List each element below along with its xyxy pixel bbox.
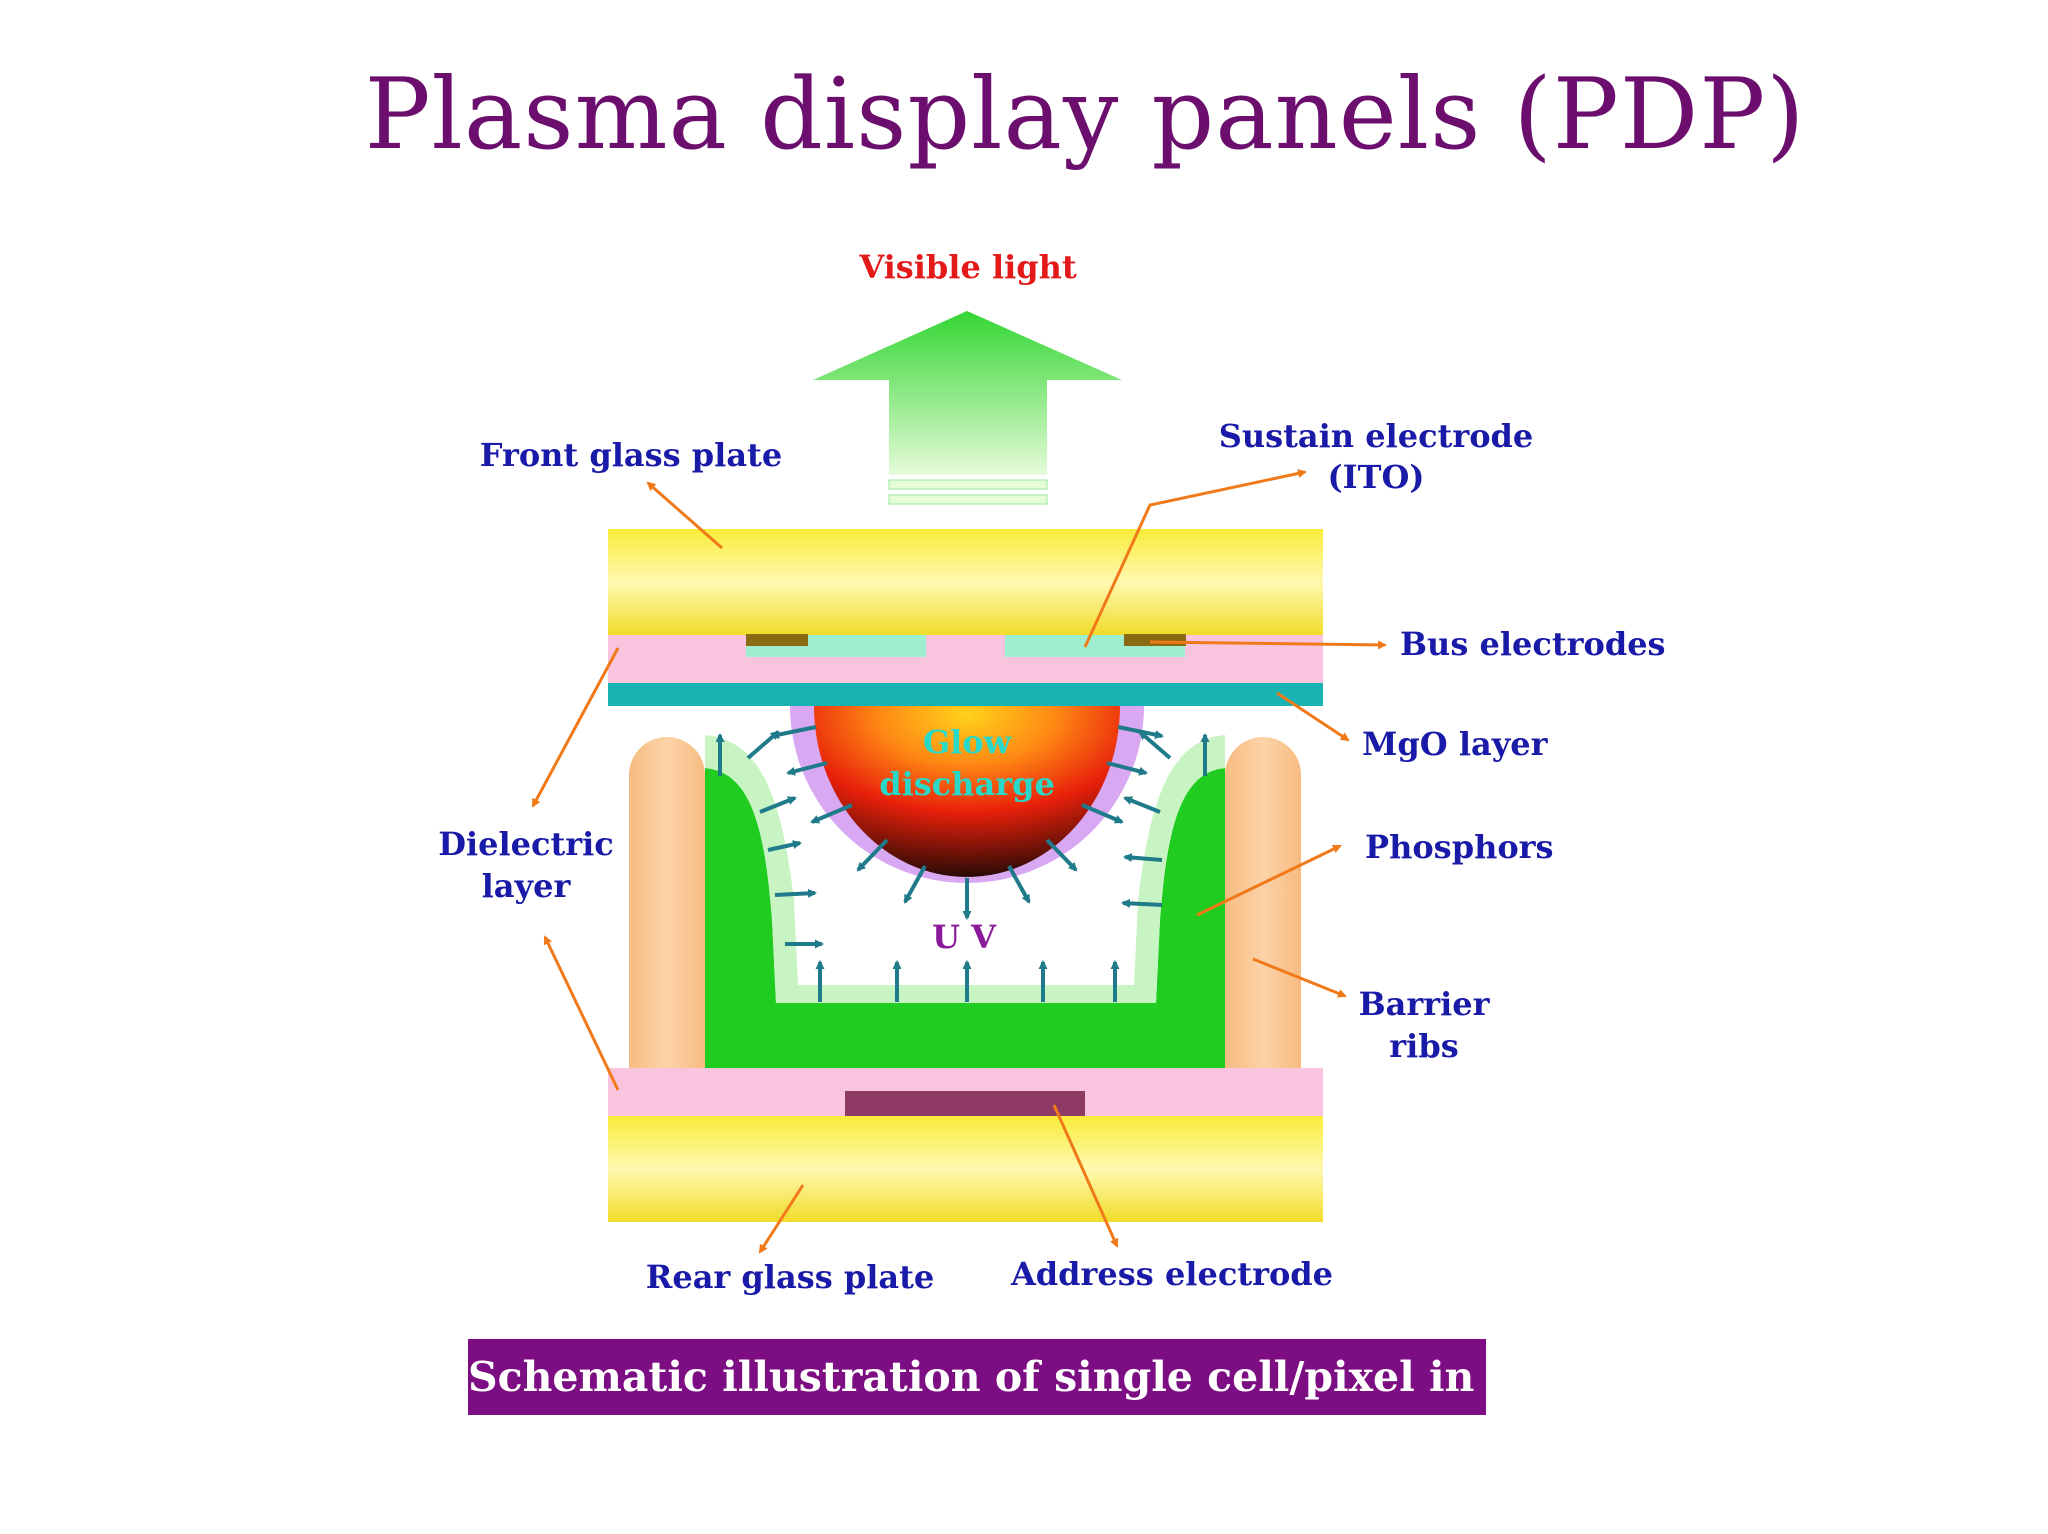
label-rear-glass-plate: Rear glass plate — [646, 1258, 935, 1296]
label-phosphors: Phosphors — [1365, 828, 1554, 866]
label-visible-light: Visible light — [858, 248, 1077, 286]
phosphor-layer — [705, 735, 1225, 1070]
label-front-glass-plate: Front glass plate — [480, 436, 782, 474]
label-address-electrode: Address electrode — [1010, 1255, 1333, 1293]
front-glass-plate — [608, 529, 1323, 635]
label-sustain-electrode-ito: (ITO) — [1328, 458, 1425, 496]
address-electrode — [845, 1091, 1085, 1116]
glow-discharge — [790, 706, 1144, 883]
label-glow-discharge-line2: discharge — [879, 765, 1055, 803]
label-barrier-ribs: Barrier — [1359, 985, 1491, 1023]
bus-electrode-left — [746, 634, 808, 646]
barrier-rib-right — [1225, 737, 1301, 1070]
label-sustain-electrode: Sustain electrode — [1219, 417, 1534, 455]
uv-arrows — [715, 725, 1210, 1002]
mgo-layer — [608, 683, 1323, 706]
label-dielectric-layer-line2: layer — [482, 867, 572, 905]
label-uv: U V — [932, 918, 997, 956]
figure-caption: Schematic illustration of single cell/pi… — [468, 1339, 1586, 1415]
rear-glass-plate — [608, 1116, 1323, 1222]
visible-light-arrow-icon — [813, 311, 1122, 505]
label-dielectric-layer: Dielectric — [438, 825, 614, 863]
barrier-rib-left — [629, 737, 705, 1070]
bus-electrode-right — [1124, 634, 1186, 646]
label-glow-discharge: Glow — [923, 723, 1013, 761]
label-bus-electrodes: Bus electrodes — [1400, 625, 1666, 663]
label-mgo-layer: MgO layer — [1362, 725, 1549, 763]
leader-arrows — [531, 469, 1387, 1254]
label-barrier-ribs-line2: ribs — [1389, 1027, 1458, 1065]
page-title: Plasma display panels (PDP) — [364, 58, 1806, 172]
